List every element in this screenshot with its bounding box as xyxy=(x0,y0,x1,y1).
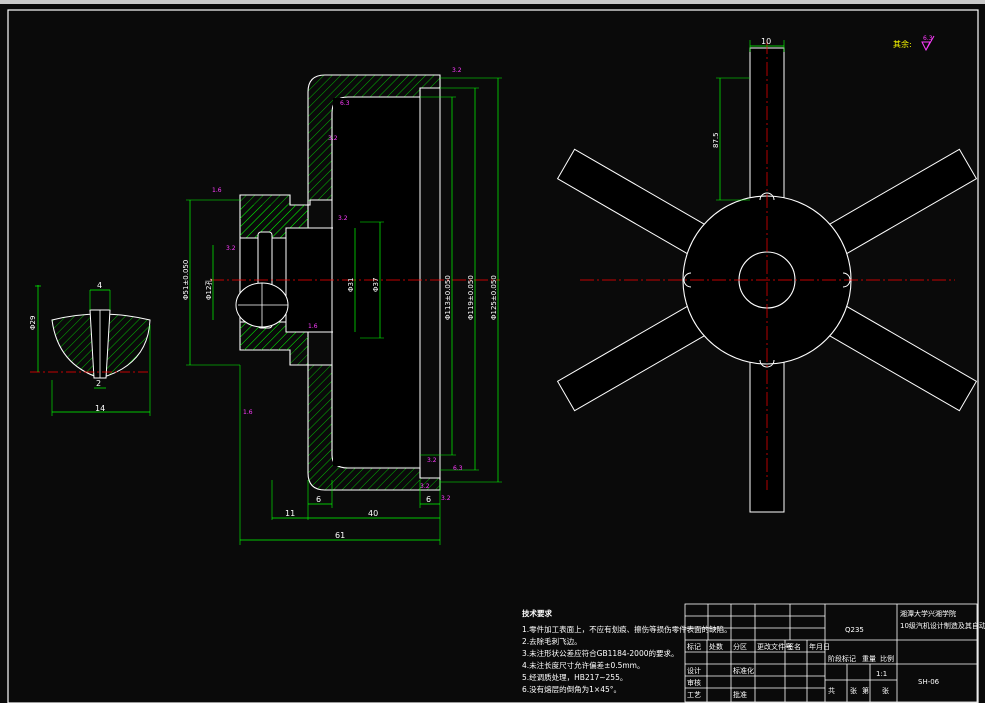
roughness-note-value: 6.3 xyxy=(923,35,933,42)
tb-sheet-3: 第 xyxy=(862,686,869,695)
dim-end-slot-width: 10 xyxy=(761,37,771,46)
roughness-note-label: 其余: xyxy=(893,39,912,49)
dim-left-overall-width: 14 xyxy=(95,404,105,413)
tb-weight-label: 重量 xyxy=(862,655,876,663)
roughness-mark-2: 6.3 xyxy=(340,100,350,107)
title-block-drawing-no: SH-06 xyxy=(918,678,940,686)
dim-section-w61: 61 xyxy=(335,531,345,540)
title-block-project: 10级汽机设计制造及其自动化四班 xyxy=(900,621,985,630)
roughness-note: 其余: 6.3 xyxy=(893,35,935,52)
window-title-bar xyxy=(0,0,985,4)
title-block-school: 湘潭大学兴湘学院 xyxy=(900,609,956,618)
roughness-mark-3: 3.2 xyxy=(328,135,338,142)
tb-scale-value: 1:1 xyxy=(876,670,887,678)
tb-header-3: 分区 xyxy=(733,642,747,651)
tb-stage-label: 阶段标记 xyxy=(828,654,856,663)
dim-section-w11: 11 xyxy=(285,509,295,518)
tech-requirement-2: 2.去除毛刺飞边。 xyxy=(522,636,582,646)
dim-left-height: Φ29 xyxy=(29,316,37,330)
title-block: Q235 湘潭大学兴湘学院 10级汽机设计制造及其自动化四班 SH-06 标记 … xyxy=(684,603,985,703)
tech-requirements: 技术要求 1.零件加工表面上，不应有划痕、擦伤等损伤零件表面的缺陷。 2.去除毛… xyxy=(522,608,732,694)
tb-header-6: 年月日 xyxy=(809,642,830,651)
dim-section-d1: Φ51±0.050 xyxy=(182,260,190,300)
roughness-mark-5: 3.2 xyxy=(338,215,348,222)
tb-row3-label2: 批准 xyxy=(733,690,747,699)
roughness-mark-11: 3.2 xyxy=(420,483,430,490)
tb-row2-label: 审核 xyxy=(687,678,701,687)
roughness-mark-9: 3.2 xyxy=(427,457,437,464)
roughness-mark-4: 1.6 xyxy=(212,187,222,194)
dim-section-d3: Φ31 xyxy=(347,278,355,292)
tb-row3-label: 工艺 xyxy=(687,691,701,699)
dim-section-w40: 40 xyxy=(368,509,378,518)
roughness-mark-7: 1.6 xyxy=(308,323,318,330)
tb-sheet-4: 张 xyxy=(882,686,889,695)
cad-viewport[interactable] xyxy=(0,4,985,703)
dim-end-length: 87.5 xyxy=(712,132,720,148)
tb-row1-label2: 标准化 xyxy=(733,666,754,675)
tb-sheet-1: 共 xyxy=(828,686,835,695)
dim-section-d2: Φ12孔 xyxy=(205,279,213,300)
tech-requirement-6: 6.没有熔层的倒角为1×45°。 xyxy=(522,684,621,694)
drawing-border xyxy=(7,9,979,703)
tech-requirement-5: 5.经调质处理，HB217~255。 xyxy=(522,672,627,682)
roughness-symbol-icon xyxy=(921,35,935,52)
left-detail-view: Φ29 4 2 14 xyxy=(29,281,151,416)
dim-section-w6a: 6 xyxy=(316,495,321,504)
dim-section-d4: Φ37 xyxy=(372,278,380,292)
dim-left-top-width: 4 xyxy=(97,281,102,290)
dim-section-d6: Φ119±0.050 xyxy=(467,275,475,320)
roughness-mark-1: 3.2 xyxy=(452,67,462,74)
end-view: 10 87.5 xyxy=(556,37,978,513)
dim-section-d5: Φ113±0.050 xyxy=(444,275,452,320)
dim-left-bottom-width: 2 xyxy=(96,379,101,388)
tech-requirement-4: 4.未注长度尺寸允许偏差±0.5mm。 xyxy=(522,660,644,670)
tb-scale-label: 比例 xyxy=(880,654,894,663)
dim-section-d7: Φ125±0.050 xyxy=(490,275,498,320)
tb-sheet-2: 张 xyxy=(850,686,857,695)
roughness-mark-10: 6.3 xyxy=(453,465,463,472)
dim-section-w6b: 6 xyxy=(426,495,431,504)
tb-header-5: 签名 xyxy=(787,642,801,651)
tech-requirement-1: 1.零件加工表面上，不应有划痕、擦伤等损伤零件表面的缺陷。 xyxy=(522,624,732,634)
tb-header-4: 更改文件号 xyxy=(757,642,792,651)
title-block-material: Q235 xyxy=(845,626,864,634)
tb-header-2: 处数 xyxy=(709,642,723,651)
roughness-mark-6: 3.2 xyxy=(226,245,236,252)
tech-requirements-title: 技术要求 xyxy=(522,608,552,618)
tb-row1-label: 设计 xyxy=(687,666,701,675)
roughness-mark-8: 1.6 xyxy=(243,409,253,416)
tb-header-1: 标记 xyxy=(687,642,701,651)
section-view: Φ51±0.050 Φ12孔 Φ31 Φ37 Φ113±0.050 Φ119±0… xyxy=(182,67,502,545)
tech-requirement-3: 3.未注形状公差应符合GB1184-2000的要求。 xyxy=(522,648,679,658)
roughness-mark-12: 3.2 xyxy=(441,495,451,502)
